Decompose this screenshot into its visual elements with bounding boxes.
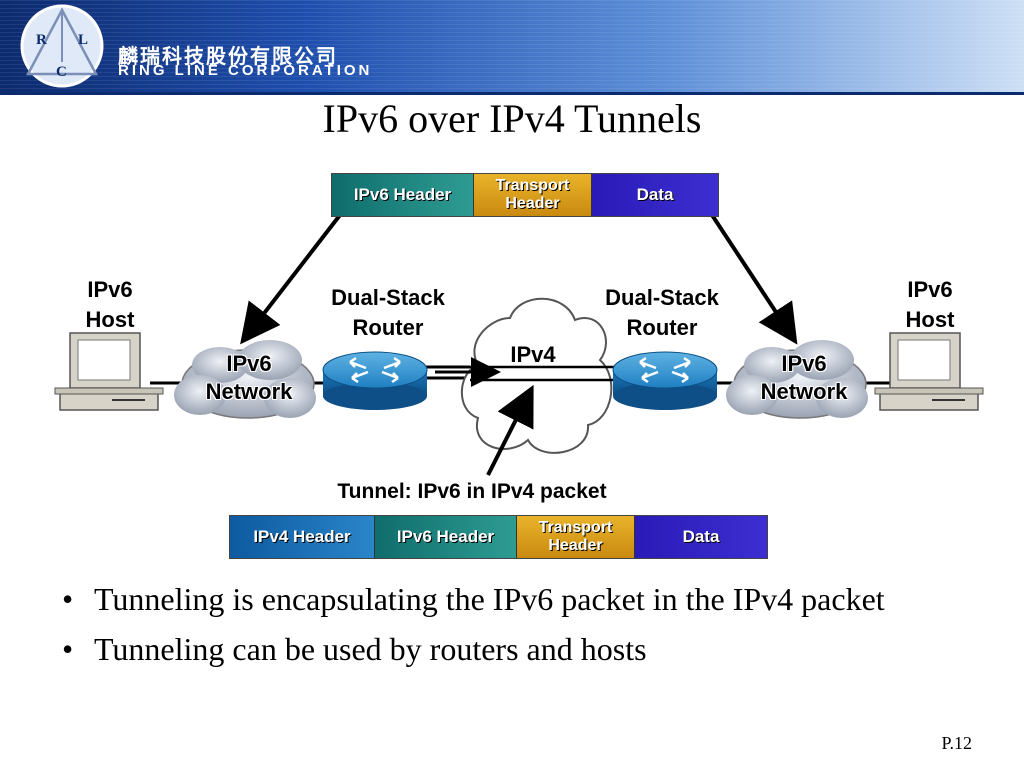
inner-ipv6-header-label: IPv6 Header	[396, 527, 495, 546]
bullet-item: Tunneling is encapsulating the IPv6 pack…	[60, 580, 960, 618]
right-host-computer-icon	[874, 332, 984, 411]
inner-transport-header-segment: Transport Header	[517, 516, 635, 558]
inner-transport-header-label: Transport Header	[538, 519, 613, 554]
ipv6-header-label: IPv6 Header	[353, 185, 452, 204]
tunnel-caption: Tunnel: IPv6 in IPv4 packet	[337, 480, 607, 503]
data-segment: Data	[592, 174, 718, 216]
banner-texture	[0, 0, 1024, 92]
page-number: P.12	[941, 733, 972, 753]
left-host-label: IPv6 Host	[85, 277, 135, 332]
bullet-item: Tunneling can be used by routers and hos…	[60, 630, 960, 668]
bullet-list: Tunneling is encapsulating the IPv6 pack…	[60, 580, 960, 680]
ipv6-packet: IPv6 Header Transport Header Data	[331, 173, 719, 217]
logo-emblem-icon	[20, 4, 104, 88]
arrow-to-right-network	[710, 213, 798, 345]
right-router-label: Dual-Stack Router	[605, 285, 719, 340]
left-network-label: IPv6 Network	[205, 351, 293, 404]
left-ipv6-network-cloud-icon	[174, 340, 316, 419]
company-logo: R L C	[18, 2, 106, 90]
ipv4-cloud-label: IPv4	[510, 342, 556, 367]
ipv4-header-segment: IPv4 Header	[230, 516, 375, 558]
logo-letter-r: R	[36, 32, 47, 48]
header-banner	[0, 0, 1024, 92]
arrow-to-left-network	[240, 213, 342, 345]
right-ipv6-network-cloud-icon	[726, 340, 868, 419]
right-host-label: IPv6 Host	[905, 277, 955, 332]
logo-letter-l: L	[78, 32, 89, 48]
right-network-label: IPv6 Network	[760, 351, 848, 404]
logo-letter-c: C	[56, 64, 67, 80]
right-router-icon	[612, 351, 718, 410]
ipv4-encapsulated-packet: IPv4 Header IPv6 Header Transport Header…	[229, 515, 768, 559]
company-name-english: RING LINE CORPORATION	[118, 62, 373, 79]
inner-ipv6-header-segment: IPv6 Header	[375, 516, 517, 558]
data-label: Data	[636, 185, 674, 204]
transport-header-segment: Transport Header	[474, 174, 592, 216]
left-router-icon	[322, 351, 428, 410]
ipv6-header-segment: IPv6 Header	[332, 174, 474, 216]
transport-header-label: Transport Header	[495, 177, 570, 212]
left-router-label: Dual-Stack Router	[331, 285, 445, 340]
left-host-computer-icon	[54, 332, 164, 411]
ipv4-header-label: IPv4 Header	[253, 527, 351, 546]
banner-divider	[0, 92, 1024, 95]
company-name-chinese: 麟瑞科技股份有限公司	[118, 44, 338, 68]
inner-data-label: Data	[682, 527, 720, 546]
arrow-to-tunnel	[486, 384, 534, 476]
slide-title: IPv6 over IPv4 Tunnels	[322, 96, 702, 141]
inner-data-segment: Data	[635, 516, 767, 558]
